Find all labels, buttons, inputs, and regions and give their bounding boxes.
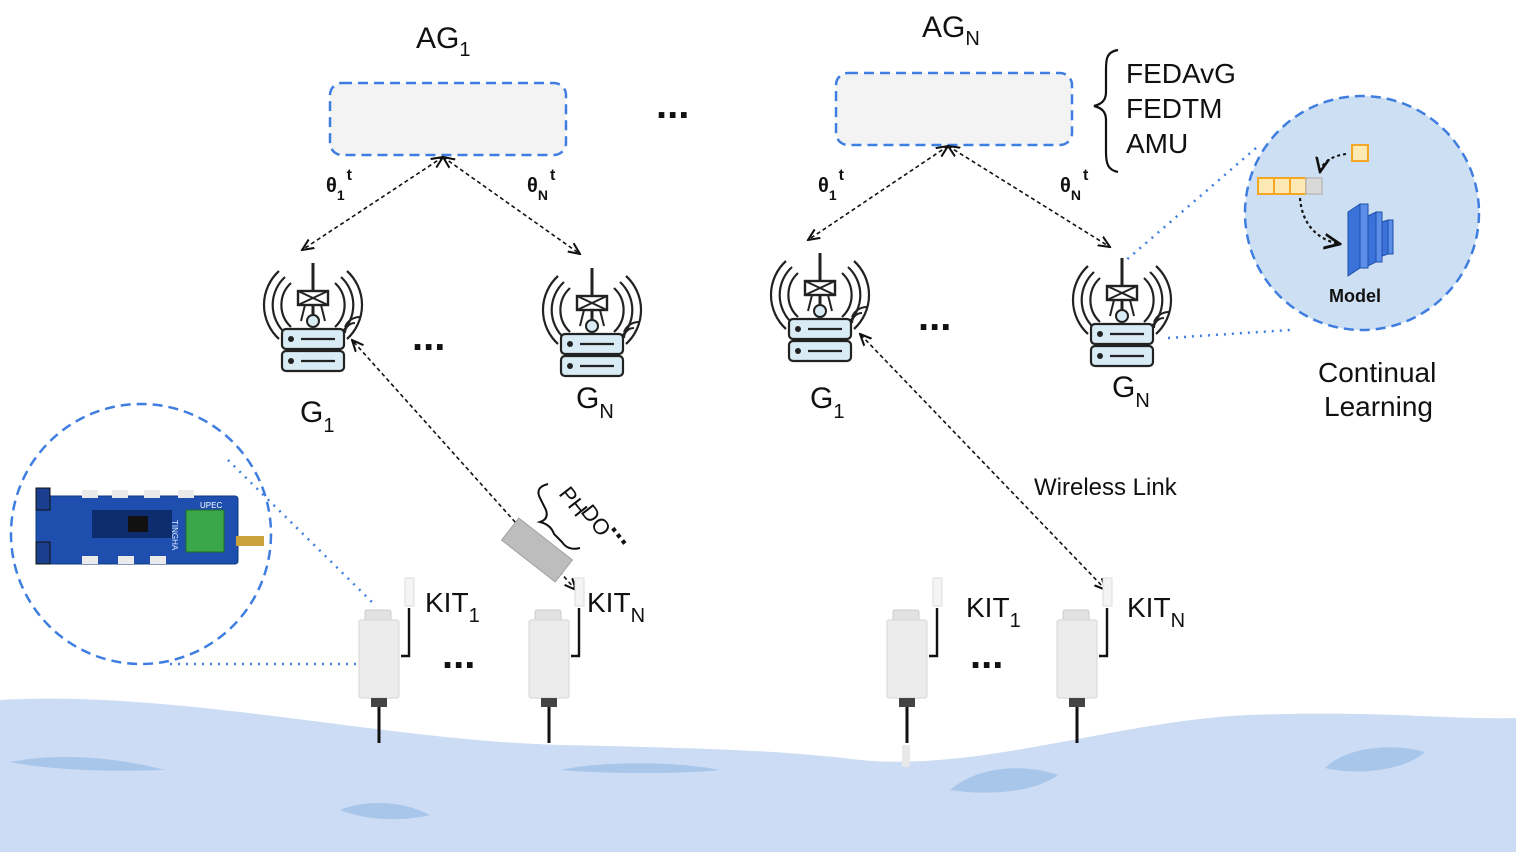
theta-label: θ1t bbox=[818, 167, 845, 203]
svg-text:TINGHA: TINGHA bbox=[170, 520, 179, 551]
theta-label: θNt bbox=[1060, 167, 1089, 203]
kit-label: KITN bbox=[587, 587, 645, 627]
link-kitn-g1-right bbox=[860, 334, 1106, 590]
data-buffer-icon bbox=[1257, 144, 1369, 195]
ellipsis-kits-1: ... bbox=[442, 633, 475, 677]
pcb-board-icon: UPEC TINGHA bbox=[35, 487, 264, 565]
aggregator-label-1: AG1 bbox=[416, 22, 470, 61]
model-arrow bbox=[1298, 197, 1340, 244]
sensor-kit-icon bbox=[527, 576, 586, 745]
gateway-label: GN bbox=[1112, 371, 1150, 412]
continual-learning-line-2: Learning bbox=[1324, 391, 1433, 422]
brace bbox=[1093, 48, 1119, 174]
theta-label: θNt bbox=[527, 167, 556, 203]
theta-label: θ1t bbox=[326, 167, 353, 203]
buffer-arrow bbox=[1320, 153, 1347, 172]
continual-learning-line-1: Continual bbox=[1318, 357, 1436, 388]
link-agn-g1 bbox=[808, 146, 948, 240]
water-ripple bbox=[1325, 747, 1425, 772]
gateway-label: GN bbox=[576, 382, 614, 423]
ellipsis-gateways-2: ... bbox=[918, 295, 951, 339]
neural-network-icon bbox=[1347, 203, 1394, 277]
probe-tip bbox=[902, 745, 910, 767]
gateway-label: G1 bbox=[810, 382, 844, 423]
water-ripple bbox=[950, 768, 1058, 793]
sensor-kit-icon bbox=[885, 576, 944, 745]
ellipsis-aggregators: ... bbox=[656, 83, 689, 127]
method-fedtm: FEDTM bbox=[1126, 93, 1222, 124]
gateway-label: G1 bbox=[300, 396, 334, 437]
method-fedavg: FEDAvG bbox=[1126, 58, 1236, 89]
aggregator-label-n: AGN bbox=[922, 11, 980, 50]
gateway-icon bbox=[769, 251, 871, 363]
method-amu: AMU bbox=[1126, 128, 1188, 159]
water-ripple bbox=[340, 803, 430, 820]
water-ripple bbox=[560, 763, 720, 773]
sensor-probe-icon bbox=[500, 517, 574, 583]
aggregator-box-n bbox=[834, 71, 1074, 147]
link-agn-gn bbox=[948, 146, 1110, 247]
sensor-kit-icon bbox=[1055, 576, 1114, 745]
gateway-icon bbox=[262, 261, 364, 373]
svg-text:UPEC: UPEC bbox=[200, 501, 222, 510]
wireless-link-label: Wireless Link bbox=[1034, 474, 1178, 501]
link-ag1-g1 bbox=[302, 157, 443, 250]
gateway-icon bbox=[1071, 256, 1173, 368]
water bbox=[0, 698, 1516, 852]
kit-label: KIT1 bbox=[425, 587, 480, 627]
ellipsis-gateways-1: ... bbox=[412, 315, 445, 359]
sensor-brace bbox=[536, 483, 581, 550]
gateway-icon bbox=[541, 266, 643, 378]
water-ripple bbox=[10, 756, 165, 771]
kit-label: KIT1 bbox=[966, 592, 1021, 632]
model-zoom-connector bbox=[1123, 147, 1257, 263]
link-ag1-gn bbox=[443, 157, 580, 254]
ellipsis-kits-2: ... bbox=[970, 633, 1003, 677]
model-zoom-connector bbox=[1167, 328, 1291, 340]
kit-label: KITN bbox=[1127, 592, 1185, 632]
sensor-kit-icon bbox=[357, 576, 416, 745]
aggregator-box-1 bbox=[328, 81, 568, 157]
model-label: Model bbox=[1329, 286, 1381, 306]
